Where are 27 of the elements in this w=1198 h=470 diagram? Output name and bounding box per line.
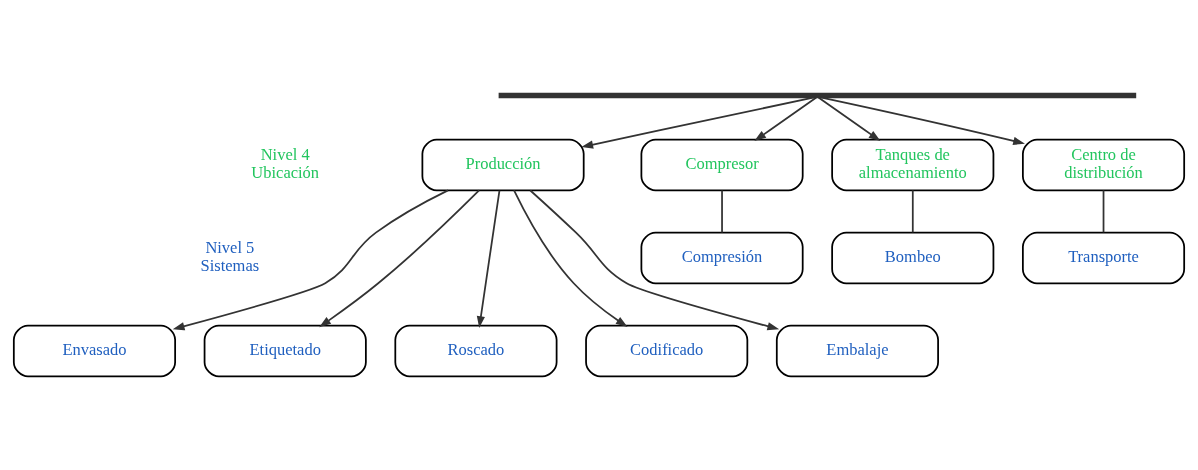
node-box: Centro de distribución — [1022, 138, 1186, 192]
connector — [911, 189, 914, 234]
connector — [721, 189, 723, 234]
arrow — [754, 96, 818, 142]
node-box: Etiquetado — [203, 324, 367, 378]
arrow — [476, 189, 501, 328]
arrow — [513, 189, 628, 328]
arrow — [319, 189, 480, 328]
arrow — [819, 96, 1025, 145]
node-box: Roscado — [394, 324, 558, 378]
node-box: Compresor — [640, 138, 804, 192]
arrow — [529, 189, 780, 331]
node-box: Compresión — [640, 231, 804, 285]
arrow — [172, 189, 449, 331]
node-box: Producción — [421, 138, 585, 192]
node-box: Envasado — [12, 324, 176, 378]
node-box: Codificado — [585, 324, 749, 378]
label: Nivel 5 Sistemas — [200, 238, 260, 276]
arrow — [581, 96, 816, 149]
node-box: Transporte — [1022, 231, 1186, 285]
node-box: Bombeo — [831, 231, 995, 285]
label: Nivel 4 Ubicación — [251, 145, 320, 183]
node-box: Tanques de almacenamiento — [831, 138, 995, 192]
connector — [1102, 189, 1105, 234]
arrow — [817, 96, 881, 142]
node-bar — [498, 92, 1137, 99]
node-box: Embalaje — [775, 324, 939, 378]
